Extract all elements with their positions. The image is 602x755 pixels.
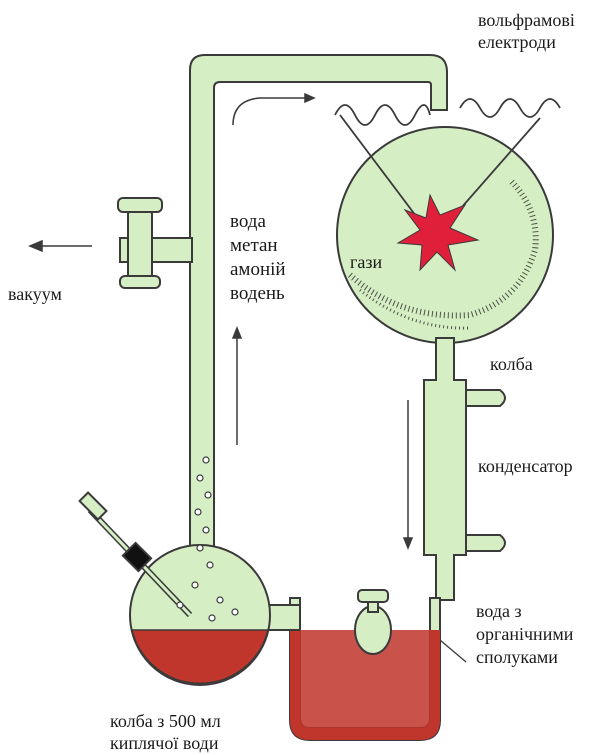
label-electrodes-1: вольфрамові bbox=[478, 10, 575, 30]
boiling-flask bbox=[130, 545, 270, 685]
label-electrodes-2: електроди bbox=[478, 32, 556, 52]
label-flask: колба bbox=[490, 354, 533, 374]
trap-stopcock bbox=[355, 590, 391, 654]
flow-arrows bbox=[30, 94, 412, 548]
label-gas-hydrogen: водень bbox=[230, 283, 285, 304]
label-gas-methane: метан bbox=[230, 235, 278, 256]
label-gas-ammonia: амоній bbox=[230, 259, 286, 280]
pointer-lines bbox=[440, 640, 466, 662]
label-water-organic-1: вода з bbox=[476, 601, 522, 621]
u-trap bbox=[250, 598, 440, 740]
label-condenser: конденсатор bbox=[478, 456, 573, 476]
label-boiling-flask-1: колба з 500 мл bbox=[110, 711, 221, 731]
label-boiling-flask-2: киплячої води bbox=[110, 733, 219, 753]
label-gas-water: вода bbox=[230, 211, 266, 232]
label-water-organic-3: сполуками bbox=[476, 647, 558, 667]
label-water-organic-2: органічними bbox=[476, 624, 574, 644]
label-vacuum: вакуум bbox=[8, 284, 62, 304]
label-gases: гази bbox=[350, 252, 382, 272]
